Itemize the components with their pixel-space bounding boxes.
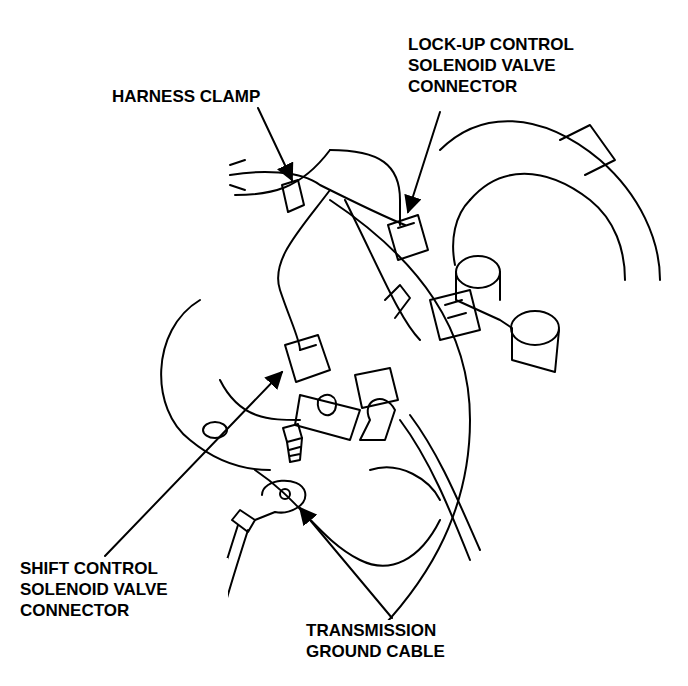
connector-bracket — [295, 395, 360, 440]
solenoid-cap — [456, 256, 500, 288]
label-holder: TRANSMISSION GROUND CABLE — [304, 620, 494, 662]
shift-connector-socket — [355, 368, 398, 408]
leader-arrow — [300, 508, 392, 618]
part-label: HARNESS CLAMP — [110, 86, 262, 107]
housing-outline — [161, 300, 270, 470]
bracket-hole — [318, 395, 336, 415]
housing-rib — [255, 470, 440, 566]
bolt-head — [283, 424, 302, 442]
terminal-hole — [280, 489, 290, 499]
harness-wire — [410, 415, 480, 550]
harness-clamp — [282, 180, 304, 212]
lockup-connector — [388, 215, 428, 260]
solenoid-cap — [511, 311, 559, 345]
part-label: SHIFT CONTROL SOLENOID VALVE CONNECTOR — [18, 558, 228, 621]
pipe-clamp — [560, 125, 615, 175]
housing-rib — [220, 380, 300, 420]
label-holder: LOCK-UP CONTROL SOLENOID VALVE CONNECTOR — [406, 34, 646, 97]
part-label: LOCK-UP CONTROL SOLENOID VALVE CONNECTOR — [406, 34, 646, 97]
lockup-connector-socket — [430, 290, 480, 340]
harness-wire — [345, 200, 420, 340]
harness-wire — [400, 420, 470, 560]
label-holder: HARNESS CLAMP — [110, 86, 262, 107]
housing-outline — [330, 200, 470, 640]
wire-end — [230, 160, 245, 190]
mount-boss — [203, 422, 227, 438]
cable-clip — [360, 399, 395, 440]
socket-detail — [445, 300, 466, 318]
bolt-thread — [287, 438, 302, 462]
leader-arrow — [408, 112, 440, 212]
leader-arrow — [258, 108, 292, 180]
connector-latch — [398, 223, 414, 228]
ground-terminal — [255, 481, 305, 520]
harness-bracket — [385, 285, 410, 318]
leader-arrow — [105, 372, 282, 556]
harness-wire — [330, 150, 400, 225]
solenoid-body — [456, 272, 559, 372]
pipe — [453, 200, 470, 265]
part-label: TRANSMISSION GROUND CABLE — [304, 620, 494, 662]
terminal-crimp — [232, 510, 255, 532]
harness-wire — [278, 190, 330, 350]
harness-wire — [230, 172, 405, 225]
connector-latch — [300, 345, 316, 350]
shift-connector — [285, 335, 330, 382]
label-holder: SHIFT CONTROL SOLENOID VALVE CONNECTOR — [18, 558, 228, 621]
housing-rib — [370, 467, 440, 500]
pipe — [470, 174, 625, 280]
